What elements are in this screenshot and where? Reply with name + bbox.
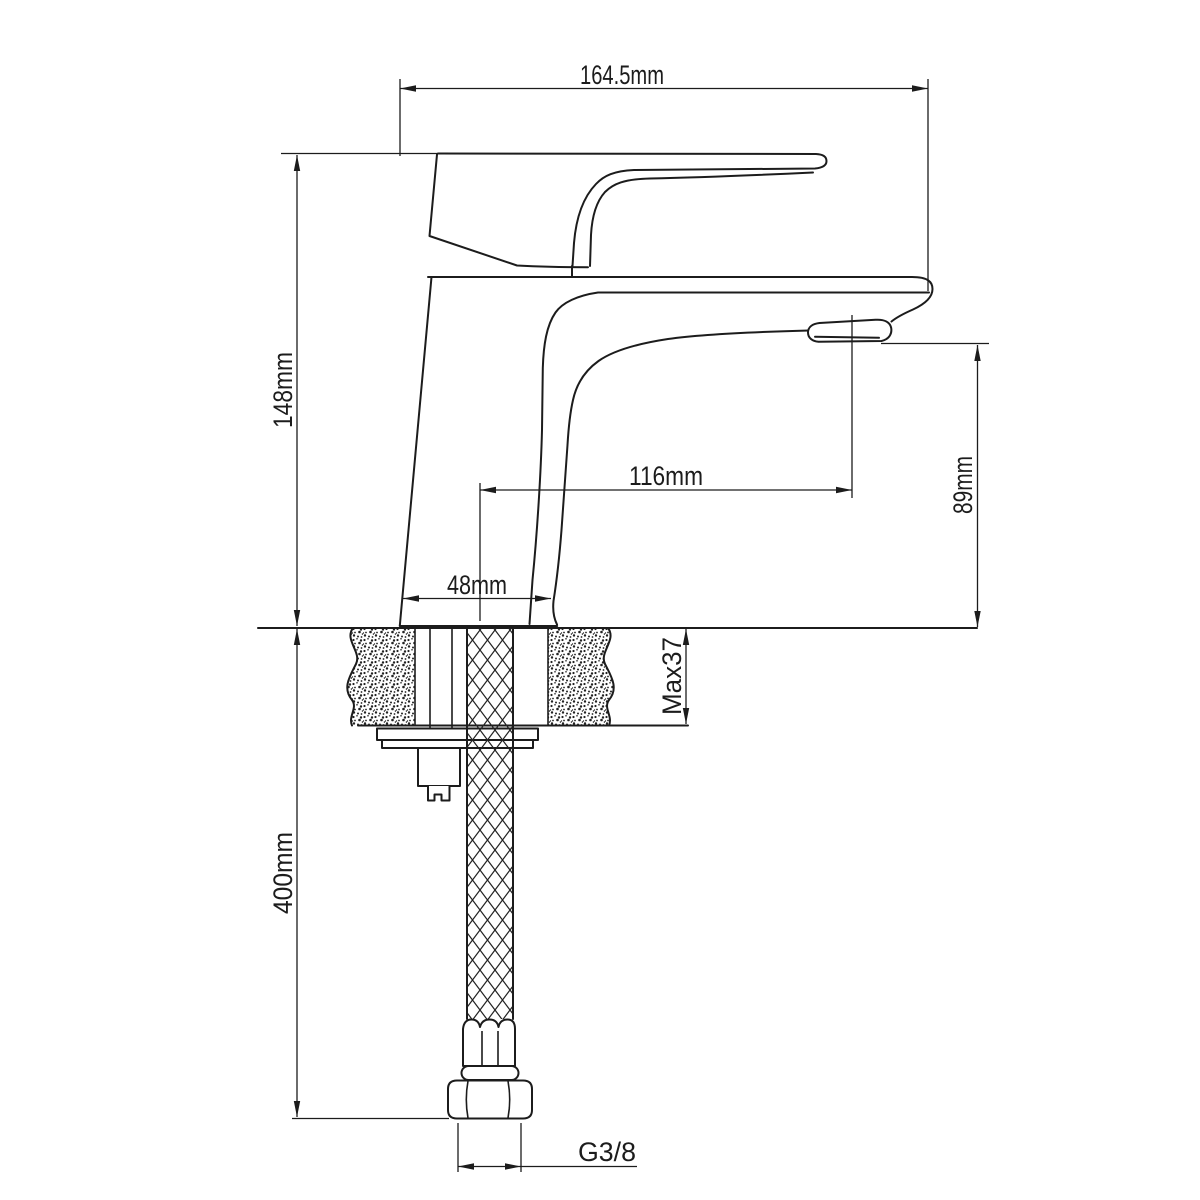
under-counter-fixing bbox=[376, 727, 539, 802]
countertop-left-break-block bbox=[347, 628, 415, 726]
aerator-inner-line bbox=[814, 335, 880, 339]
faucet-outline bbox=[398, 152, 934, 627]
dim-body-height-label: 148mm bbox=[268, 352, 298, 428]
dim-base-width: 48mm bbox=[403, 570, 551, 602]
handle-lever-outline bbox=[437, 152, 828, 267]
dim-spout-reach: 116mm bbox=[479, 315, 853, 621]
arrow-down-icon bbox=[682, 708, 690, 724]
fixing-stud-end bbox=[427, 785, 451, 802]
hose-braid-texture bbox=[467, 628, 513, 1019]
arrow-right-icon bbox=[535, 595, 551, 602]
arrow-left-icon bbox=[403, 595, 419, 602]
arrow-left-icon bbox=[458, 1163, 474, 1170]
hose-crimp-collar bbox=[462, 1018, 516, 1067]
arrow-right-icon bbox=[836, 486, 852, 494]
arrow-right-icon bbox=[912, 85, 928, 92]
countertop-left-break-edge bbox=[346, 627, 359, 727]
arrow-up-icon bbox=[682, 629, 690, 645]
dim-base-width-label: 48mm bbox=[447, 570, 507, 600]
dim-overall-width-label: 164.5mm bbox=[580, 60, 664, 90]
hose-hex-nut bbox=[447, 1079, 533, 1120]
countertop-section bbox=[257, 627, 978, 729]
arrow-left-icon bbox=[400, 85, 416, 92]
countertop-right-break-edge bbox=[602, 627, 615, 727]
dim-thread-size: G3/8 bbox=[457, 1123, 637, 1172]
spout-underside-crease-line bbox=[552, 329, 810, 626]
dim-spout-outlet-height-label: 89mm bbox=[948, 456, 978, 514]
arrow-down-icon bbox=[974, 611, 981, 627]
handle-cap-outline bbox=[428, 153, 589, 269]
dim-hose-length: 400mm bbox=[268, 629, 449, 1120]
spout-body-top-edge bbox=[427, 276, 934, 323]
dim-thread-size-label: G3/8 bbox=[578, 1137, 636, 1167]
arrow-right-icon bbox=[505, 1163, 521, 1170]
dim-spout-reach-label: 116mm bbox=[629, 461, 703, 491]
dim-hose-length-label: 400mm bbox=[268, 832, 298, 914]
arrow-left-icon bbox=[480, 486, 496, 494]
braided-hose bbox=[447, 627, 533, 1120]
arrow-down-icon bbox=[293, 610, 301, 626]
hex-nut-facet-right bbox=[507, 1080, 511, 1119]
dim-spout-outlet-height: 89mm bbox=[881, 342, 989, 627]
arrow-up-icon bbox=[974, 345, 981, 361]
arrow-up-icon bbox=[293, 155, 301, 171]
hose-ferrule-ring bbox=[460, 1065, 520, 1081]
dim-max-counter-thickness: Max37 bbox=[657, 629, 690, 724]
arrow-up-icon bbox=[293, 629, 301, 645]
dim-max-counter-thickness-label: Max37 bbox=[657, 637, 687, 715]
countertop-right-break-block bbox=[548, 628, 614, 726]
dim-body-height: 148mm bbox=[268, 152, 446, 626]
fixing-nut bbox=[417, 747, 461, 787]
dim-overall-width: 164.5mm bbox=[399, 60, 929, 291]
handle-lever-underside-line bbox=[589, 171, 814, 267]
body-back-edge bbox=[398, 276, 433, 627]
spout-underside-outer-contour bbox=[528, 291, 930, 625]
hex-nut-facet-left bbox=[465, 1080, 469, 1119]
arrow-down-icon bbox=[293, 1101, 301, 1117]
